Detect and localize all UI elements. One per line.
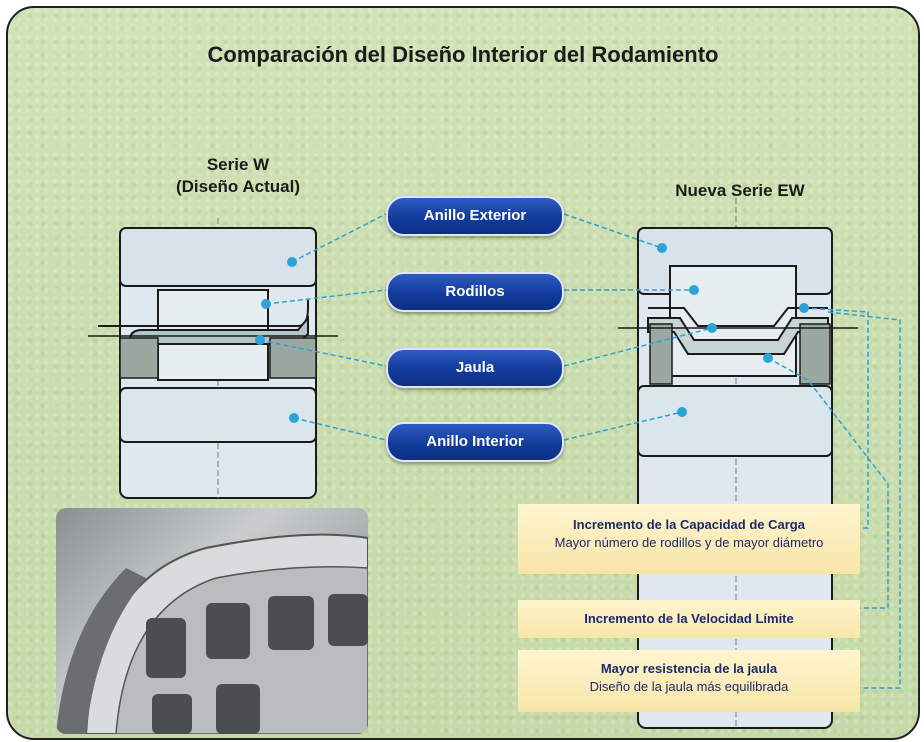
label-outer-ring: Anillo Exterior: [386, 196, 564, 236]
left-cage-pocket-left: [119, 337, 159, 379]
benefit-box-1: Incremento de la Capacidad de Carga Mayo…: [518, 504, 860, 574]
diagram-title: Comparación del Diseño Interior del Roda…: [207, 42, 719, 67]
right-dot-outer: [657, 243, 667, 253]
left-cage-pocket-right: [269, 337, 317, 379]
benefit-2-title: Incremento de la Velocidad Límite: [584, 611, 794, 626]
right-bearing-cross-section: [618, 198, 858, 729]
leader-benefit-2: [767, 357, 889, 609]
label-inner-ring: Anillo Interior: [386, 422, 564, 462]
cage-photo-pocket-4: [328, 594, 368, 646]
cage-photo-pocket-5: [152, 694, 192, 734]
right-cage-line-top: [648, 307, 828, 327]
benefit-3-title: Mayor resistencia de la jaula: [600, 661, 778, 676]
cage-photo-pocket-2: [206, 603, 250, 659]
leader-left-cage: [259, 339, 387, 367]
leader-right-inner: [563, 411, 683, 441]
leader-lines: [259, 213, 901, 689]
benefit-box-3: Mayor resistencia de la jaula Diseño de …: [518, 650, 860, 712]
cage-photo-pocket-1: [146, 618, 186, 678]
cage-photo-drawing: [56, 533, 368, 734]
cage-photo: [56, 508, 368, 734]
benefit-1-detail: Mayor número de rodillos y de mayor diám…: [554, 535, 824, 550]
label-cage: Jaula: [386, 348, 564, 388]
right-series-title: Nueva Serie EW: [675, 181, 805, 200]
right-cage-pocket-left: [649, 323, 673, 385]
leader-left-outer: [291, 213, 387, 263]
right-roller-shape: [669, 265, 797, 377]
left-title-line2: (Diseño Actual): [175, 177, 301, 196]
leader-left-roller: [265, 289, 387, 305]
cage-photo-pocket-6: [216, 684, 260, 734]
benefit-1-title: Incremento de la Capacidad de Carga: [573, 517, 805, 532]
leader-benefit-1: [803, 307, 869, 529]
benefit-3-detail: Diseño de la jaula más equilibrada: [589, 679, 789, 694]
cage-photo-edge: [56, 568, 146, 734]
left-bearing-cross-section: [88, 218, 338, 499]
cage-photo-pocket-3: [268, 596, 314, 650]
left-title-line1: Serie W: [206, 155, 270, 174]
right-inner-ring-shape: [637, 385, 833, 457]
diagram-frame: Comparación del Diseño Interior del Roda…: [6, 6, 920, 740]
left-inner-ring-shape: [119, 387, 317, 443]
leader-right-outer: [563, 213, 663, 249]
right-cage-pocket-right: [799, 323, 831, 385]
label-rollers: Rodillos: [386, 272, 564, 312]
left-outer-ring-shape: [119, 227, 317, 287]
left-series-title: Serie W (Diseño Actual): [138, 154, 338, 198]
leader-right-cage: [563, 327, 713, 367]
leader-benefit-3: [827, 311, 901, 689]
benefit-box-2: Incremento de la Velocidad Límite: [518, 600, 860, 638]
